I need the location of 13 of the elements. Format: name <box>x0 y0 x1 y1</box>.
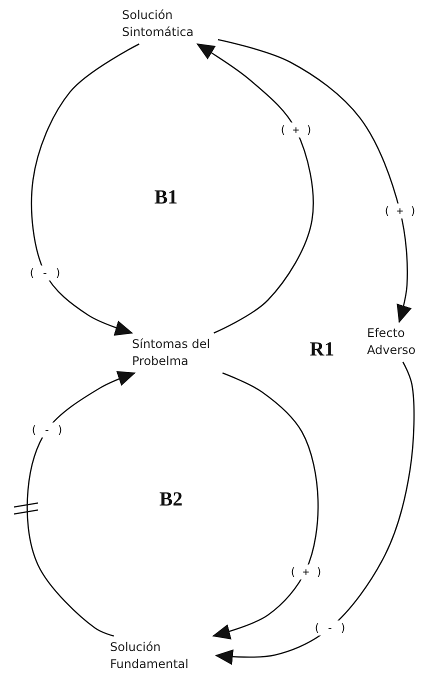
loop-label: R1 <box>310 338 334 362</box>
causal-arrow <box>30 43 140 336</box>
loop-label: B1 <box>154 186 178 210</box>
causal-arrow <box>196 43 314 334</box>
variable-label: Solución Sintomática <box>118 4 218 44</box>
causal-arrow <box>212 372 319 640</box>
causal-arrow <box>26 371 136 637</box>
variable-label: Efecto Adverso <box>363 322 427 362</box>
causal-arrow <box>214 362 415 665</box>
variable-label: Solución Fundamental <box>106 636 216 674</box>
variable-label: Síntomas del Probelma <box>128 333 234 373</box>
causal-arrow <box>218 38 412 324</box>
loop-label: B2 <box>159 488 183 512</box>
